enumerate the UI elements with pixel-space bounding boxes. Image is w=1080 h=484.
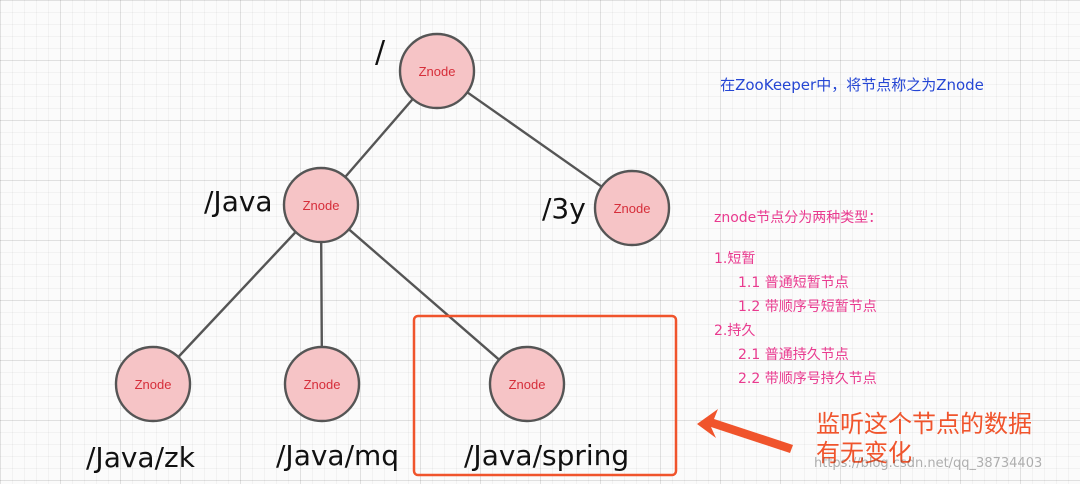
edge-root-3y bbox=[466, 91, 603, 188]
znode-types-note: znode节点分为两种类型： 1.短暂 1.1 普通短暂节点 1.2 带顺序号短… bbox=[714, 207, 882, 391]
znode-text-zk: Znode bbox=[135, 377, 172, 392]
znode-text-root: Znode bbox=[419, 64, 456, 79]
path-label-root: / bbox=[375, 35, 386, 70]
path-label-mq: /Java/mq bbox=[276, 439, 399, 472]
watch-callout-line-1: 监听这个节点的数据 bbox=[816, 410, 1032, 438]
znode-circle-mq bbox=[283, 345, 361, 423]
znode-text-java: Znode bbox=[303, 198, 340, 213]
edge-java-mq bbox=[320, 240, 323, 349]
path-label-spring: /Java/spring bbox=[464, 439, 629, 472]
znode-spring: Znode bbox=[488, 345, 566, 423]
type-persistent-sequential: 2.2 带顺序号持久节点 bbox=[738, 371, 877, 387]
znode-circle-zk bbox=[114, 345, 192, 423]
source-watermark: https://blog.csdn.net/qq_38734403 bbox=[814, 456, 1043, 471]
znode-intro-note: 在ZooKeeper中，将节点称之为Znode bbox=[720, 76, 984, 94]
path-label-3y: /3y bbox=[542, 192, 586, 225]
edge-root-java bbox=[344, 97, 414, 179]
edge-java-zk bbox=[177, 230, 297, 359]
type-ephemeral-plain: 1.1 普通短暂节点 bbox=[738, 275, 849, 291]
znode-root: Znode bbox=[398, 32, 476, 110]
znode-circle-root bbox=[398, 32, 476, 110]
znode-circle-3y bbox=[593, 169, 671, 247]
watch-callout-line-2: 有无变化 bbox=[816, 439, 912, 467]
znode-text-mq: Znode bbox=[304, 377, 341, 392]
znode-text-3y: Znode bbox=[614, 201, 651, 216]
znode-circle-spring bbox=[488, 345, 566, 423]
node-path-labels: / /Java/3y/Java/zk/Java/mq/Java/spring bbox=[86, 35, 629, 474]
znode-mq: Znode bbox=[283, 345, 361, 423]
tree-edges bbox=[177, 91, 603, 361]
callout-arrow-icon bbox=[697, 409, 793, 453]
znode-3y: Znode bbox=[593, 169, 671, 247]
edge-java-spring bbox=[347, 228, 501, 361]
znode-circle-java bbox=[282, 166, 360, 244]
znode-zk: Znode bbox=[114, 345, 192, 423]
type-ephemeral-sequential: 1.2 带顺序号短暂节点 bbox=[738, 299, 877, 315]
type-persistent: 2.持久 bbox=[714, 323, 756, 339]
path-label-zk: /Java/zk bbox=[86, 441, 196, 474]
watch-callout: 监听这个节点的数据 有无变化 bbox=[816, 410, 1032, 468]
znode-types-title: znode节点分为两种类型： bbox=[714, 210, 883, 226]
type-ephemeral: 1.短暂 bbox=[714, 251, 756, 267]
type-persistent-plain: 2.1 普通持久节点 bbox=[738, 347, 849, 363]
znode-java: Znode bbox=[282, 166, 360, 244]
path-label-java: /Java bbox=[204, 185, 273, 218]
spring-node-highlight-box bbox=[412, 314, 678, 477]
znode-text-spring: Znode bbox=[509, 377, 546, 392]
